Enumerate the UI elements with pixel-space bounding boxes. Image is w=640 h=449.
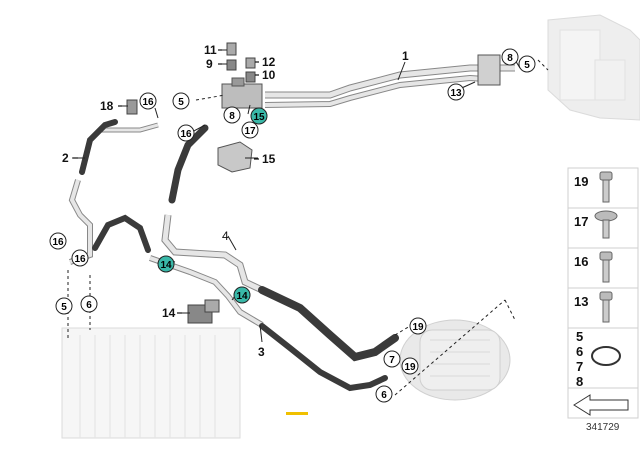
label-part-4: 4: [222, 229, 229, 243]
svg-text:5: 5: [61, 302, 67, 313]
callout-8-b: 8: [223, 106, 241, 124]
bracket-17: [217, 141, 253, 173]
callout-14-teal-b: 14: [233, 286, 251, 304]
legend-13: 13: [574, 294, 588, 309]
callout-16-d: 16: [71, 249, 89, 267]
bolt-icon-19: [599, 171, 613, 203]
callout-16-c: 16: [49, 232, 67, 250]
callout-17: 17: [241, 121, 259, 139]
svg-text:19: 19: [404, 362, 416, 373]
callout-19-b: 19: [401, 357, 419, 375]
svg-text:6: 6: [86, 300, 92, 311]
label-part-3: 3: [258, 345, 265, 359]
highlight-bar: [286, 412, 308, 415]
label-part-1: 1: [402, 49, 409, 63]
evaporator-housing: [547, 14, 640, 121]
hose-4-upper: [168, 124, 209, 204]
label-part-14: 14: [162, 306, 176, 320]
svg-text:8: 8: [507, 53, 513, 64]
callout-6-a: 6: [80, 295, 98, 313]
svg-text:17: 17: [244, 126, 256, 137]
arrow-icon: [573, 394, 629, 416]
label-part-10: 10: [262, 68, 276, 82]
svg-text:7: 7: [389, 355, 395, 366]
callout-16-a: 16: [139, 92, 157, 110]
callout-6-b: 6: [375, 385, 393, 403]
svg-text:16: 16: [142, 97, 154, 108]
bracket-14: [187, 299, 220, 324]
svg-text:14: 14: [236, 291, 248, 302]
legend-7: 7: [576, 359, 583, 374]
flange-bolt-icon-17: [594, 210, 618, 239]
bolt-icon-13: [599, 291, 613, 323]
svg-text:15: 15: [253, 112, 265, 123]
callout-16-b: 16: [177, 124, 195, 142]
svg-text:5: 5: [524, 60, 530, 71]
svg-text:16: 16: [74, 254, 86, 265]
callout-19-a: 19: [409, 317, 427, 335]
legend-17: 17: [574, 214, 588, 229]
callout-15-teal: 15: [250, 107, 268, 125]
svg-text:16: 16: [52, 237, 64, 248]
label-part-18: 18: [100, 99, 114, 113]
legend-16: 16: [574, 254, 588, 269]
callout-8-top: 8: [501, 48, 519, 66]
label-part-9: 9: [206, 57, 213, 71]
flange-8: [477, 54, 501, 86]
valve-block-15: [221, 77, 263, 109]
svg-text:16: 16: [180, 129, 192, 140]
svg-text:14: 14: [160, 260, 172, 271]
svg-text:8: 8: [229, 111, 235, 122]
callout-5-b: 5: [172, 92, 190, 110]
condenser: [61, 327, 241, 439]
svg-text:5: 5: [178, 97, 184, 108]
legend-8: 8: [576, 374, 583, 389]
legend-panel: 19 17 16 13 5 6 7 8: [567, 167, 639, 419]
hose-2: [79, 119, 118, 175]
circled-callouts: 8 5 13 16 5 8 15 16 17 16 16 14 14 5 6 1…: [49, 48, 536, 403]
legend-5: 5: [576, 329, 583, 344]
svg-text:13: 13: [450, 88, 462, 99]
label-part-15: 15: [262, 152, 276, 166]
bolt-icon-16: [599, 251, 613, 283]
callout-7: 7: [383, 350, 401, 368]
pipe-4: [149, 214, 264, 328]
label-part-2: 2: [62, 151, 69, 165]
caps-9-12: [226, 42, 256, 83]
hose-3: [92, 214, 388, 392]
svg-text:6: 6: [381, 390, 387, 401]
o-ring-icon: [591, 346, 621, 366]
dash-tick-marks: [73, 49, 259, 314]
sensor-18: [126, 99, 138, 115]
callout-5-top: 5: [518, 55, 536, 73]
part-labels: 1 2 3 4 9 10 11 12 14 15 18: [62, 43, 409, 359]
legend-19: 19: [574, 174, 588, 189]
diagram-id: 341729: [586, 422, 620, 433]
legend-6: 6: [576, 344, 583, 359]
hose-4-lower: [258, 286, 399, 362]
callout-5-c: 5: [55, 297, 73, 315]
callout-14-teal-a: 14: [157, 255, 175, 273]
label-part-12: 12: [262, 55, 276, 69]
svg-text:19: 19: [412, 322, 424, 333]
callout-13: 13: [447, 83, 465, 101]
compressor: [399, 319, 511, 401]
label-part-11: 11: [204, 43, 217, 57]
